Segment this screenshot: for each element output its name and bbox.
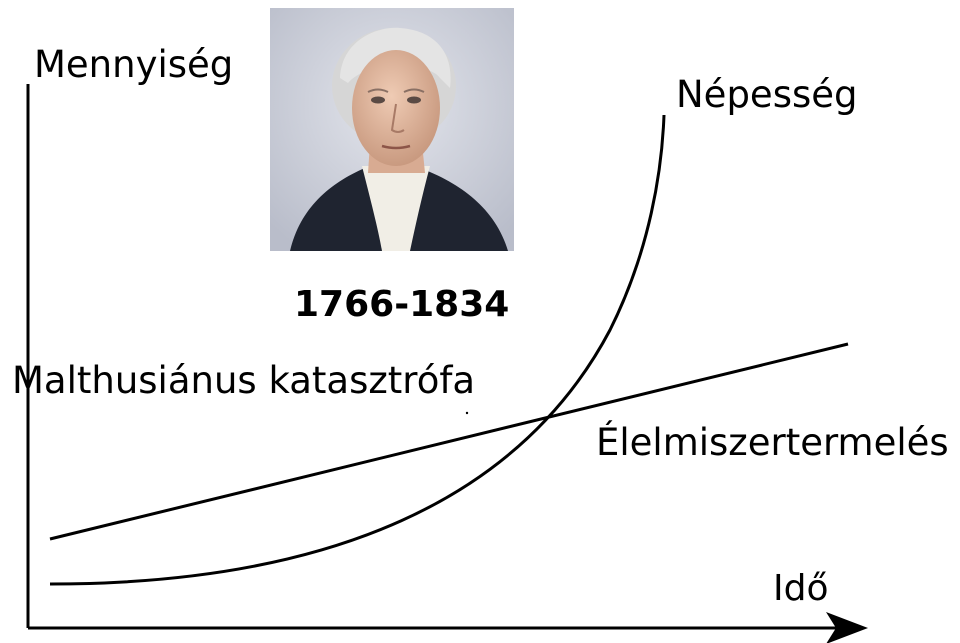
y-axis-label: Mennyiség xyxy=(34,43,234,86)
portrait-left-eye xyxy=(371,96,385,104)
catastrophe-label: Malthusiánus katasztrófa xyxy=(12,359,476,402)
food-production-line xyxy=(49,342,849,541)
population-curve-label: Népesség xyxy=(676,73,858,116)
portrait-cravat xyxy=(362,166,430,251)
x-axis-label: Idő xyxy=(773,568,829,609)
speck-mark xyxy=(465,411,469,415)
food-production-label: Élelmiszertermelés xyxy=(596,421,949,464)
x-axis-arrowhead xyxy=(826,612,868,643)
portrait-mouth xyxy=(381,144,411,150)
portrait-brows xyxy=(367,88,425,93)
portrait-years-label: 1766-1834 xyxy=(294,284,510,325)
portrait-nose xyxy=(390,103,405,133)
portrait-right-eye xyxy=(407,96,421,104)
malthus-portrait xyxy=(270,8,514,251)
population-curve xyxy=(49,114,666,586)
